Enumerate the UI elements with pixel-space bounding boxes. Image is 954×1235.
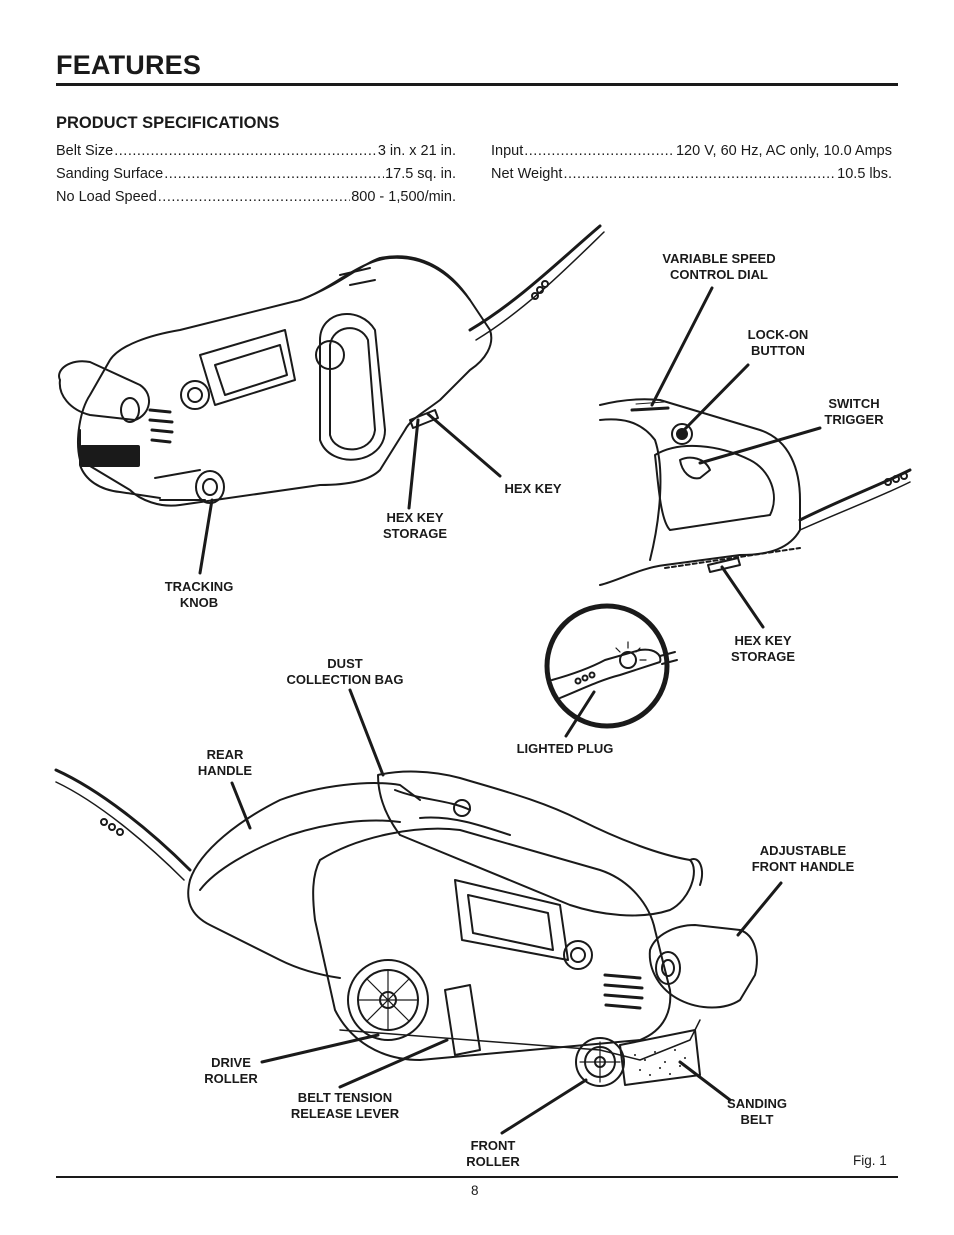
spec-label: Sanding Surface — [56, 166, 164, 182]
callout-lighted-plug: LIGHTED PLUG — [516, 741, 614, 756]
specs-heading: PRODUCT SPECIFICATIONS — [56, 114, 280, 132]
spec-value: 120 V, 60 Hz, AC only, 10.0 Amps — [675, 143, 892, 159]
spec-label: Net Weight — [491, 166, 563, 182]
spec-row: No Load Speed 800 - 1,500/min. — [56, 186, 456, 209]
page-number: 8 — [471, 1183, 479, 1198]
handle-detail-view — [599, 398, 912, 586]
sander-top-view — [58, 224, 605, 507]
header-rule — [56, 83, 898, 86]
callout-hex-key: HEX KEY — [504, 481, 562, 496]
page-title: FEATURES — [56, 50, 202, 80]
specs-right-column: Input 120 V, 60 Hz, AC only, 10.0 Amps Ne… — [491, 140, 892, 186]
spec-value: 10.5 lbs. — [837, 166, 892, 182]
spec-row: Belt Size 3 in. x 21 in. — [56, 140, 456, 163]
spec-label: Input — [491, 143, 524, 159]
spec-row: Sanding Surface 17.5 sq. in. — [56, 163, 456, 186]
leader-lines — [198, 286, 822, 1135]
sander-bottom-view — [54, 768, 758, 1087]
figure-label: Fig. 1 — [853, 1153, 887, 1168]
lighted-plug-detail — [544, 603, 678, 729]
spec-label: Belt Size — [56, 143, 114, 159]
specs-left-column: Belt Size 3 in. x 21 in. Sanding Surface 1… — [56, 140, 456, 209]
spec-value: 800 - 1,500/min. — [351, 189, 456, 205]
footer-rule — [56, 1176, 898, 1178]
spec-value: 3 in. x 21 in. — [377, 143, 456, 159]
spec-row: Net Weight 10.5 lbs. — [491, 163, 892, 186]
spec-row: Input 120 V, 60 Hz, AC only, 10.0 Amps — [491, 140, 892, 163]
spec-label: No Load Speed — [56, 189, 157, 205]
spec-value: 17.5 sq. in. — [385, 166, 456, 182]
